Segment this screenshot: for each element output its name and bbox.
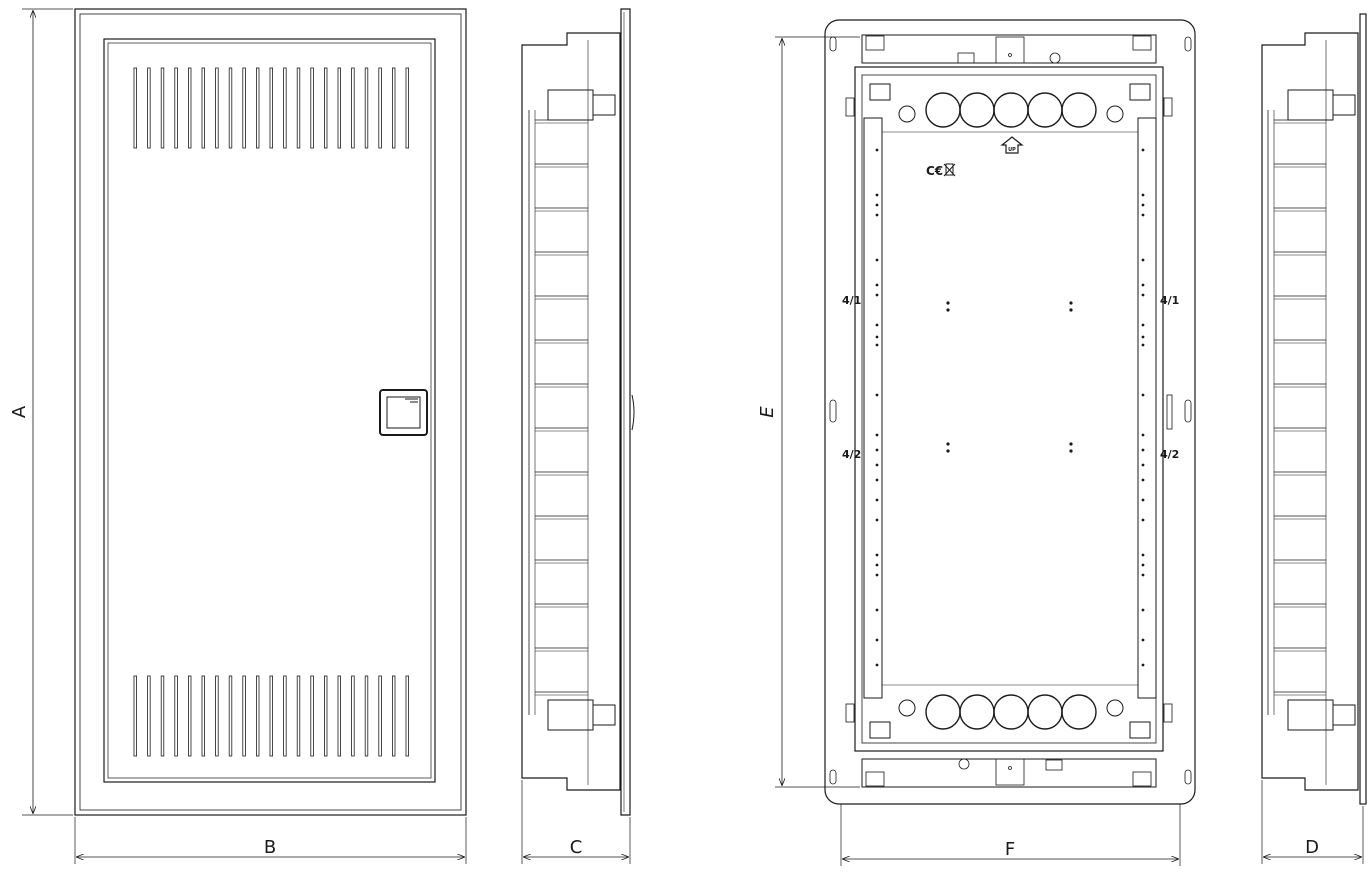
centre-mount-holes	[946, 301, 1073, 453]
vent-slot	[228, 675, 233, 757]
row-mark-right-1: 4/1	[1160, 294, 1179, 307]
vent-slot	[337, 67, 341, 149]
top-vent-slots	[133, 67, 409, 149]
vent-slot	[187, 67, 192, 149]
dimension-e: E	[757, 36, 860, 788]
dimension-f: F	[840, 804, 1181, 866]
vent-slot	[174, 675, 178, 757]
ce-mark: C€	[926, 164, 943, 178]
vent-slot	[255, 675, 260, 757]
dimension-b: B	[74, 817, 467, 864]
vent-slot	[378, 67, 382, 149]
vent-slot	[378, 675, 382, 757]
side-view-d	[1261, 13, 1367, 805]
vent-slot	[269, 675, 273, 757]
vent-slot	[174, 67, 178, 149]
vent-slot	[242, 67, 246, 149]
vent-slot	[228, 67, 233, 149]
vent-slot	[269, 67, 273, 149]
vent-slot	[296, 675, 301, 757]
vent-slot	[351, 675, 355, 757]
vent-slot	[201, 675, 205, 757]
vent-slot	[364, 675, 369, 757]
door-handle[interactable]	[379, 389, 428, 436]
top-knockouts	[898, 92, 1124, 128]
weee-bin-icon	[943, 163, 956, 177]
vent-slot	[242, 675, 246, 757]
vent-slot	[310, 67, 314, 149]
vent-slot	[283, 67, 287, 149]
vent-slot	[323, 67, 328, 149]
vent-slot	[405, 67, 409, 149]
vent-slot	[283, 675, 287, 757]
row-mark-right-2: 4/2	[1160, 448, 1179, 461]
vent-slot	[391, 675, 396, 757]
vent-slot	[296, 67, 301, 149]
up-arrow-icon: UP	[1000, 136, 1024, 154]
side-view-c	[521, 8, 635, 816]
dimension-d-label: D	[1305, 837, 1319, 858]
vent-slot	[215, 675, 219, 757]
dimension-e-label: E	[757, 406, 778, 418]
dimension-a-label: A	[9, 405, 30, 418]
vent-slot	[391, 67, 396, 149]
row-mark-left-2: 4/2	[842, 448, 861, 461]
dimension-d: D	[1261, 780, 1364, 864]
vent-slot	[255, 67, 260, 149]
vent-slot	[133, 675, 137, 757]
vent-slot	[351, 67, 355, 149]
dimension-c-label: C	[570, 837, 583, 858]
dimension-a: A	[9, 8, 73, 816]
vent-slot	[337, 675, 341, 757]
vent-slot	[215, 67, 219, 149]
vent-slot	[187, 675, 192, 757]
vent-slot	[147, 67, 151, 149]
bottom-vent-slots	[133, 675, 409, 757]
up-mark: UP	[1008, 147, 1016, 153]
vent-slot	[160, 67, 165, 149]
vent-slot	[310, 675, 314, 757]
row-mark-left-1: 4/1	[842, 294, 861, 307]
dimension-f-label: F	[1005, 839, 1015, 860]
vent-slot	[160, 675, 165, 757]
front-view	[74, 8, 467, 816]
vent-slot	[147, 675, 151, 757]
vent-slot	[405, 675, 409, 757]
dimension-c: C	[521, 780, 631, 864]
bottom-knockouts	[898, 694, 1124, 730]
back-view: UP C€ 4/1 4/1 4/2 4/2	[824, 19, 1196, 805]
vent-slot	[364, 67, 369, 149]
dimension-b-label: B	[264, 837, 276, 858]
vent-slot	[201, 67, 205, 149]
vent-slot	[323, 675, 328, 757]
vent-slot	[133, 67, 137, 149]
